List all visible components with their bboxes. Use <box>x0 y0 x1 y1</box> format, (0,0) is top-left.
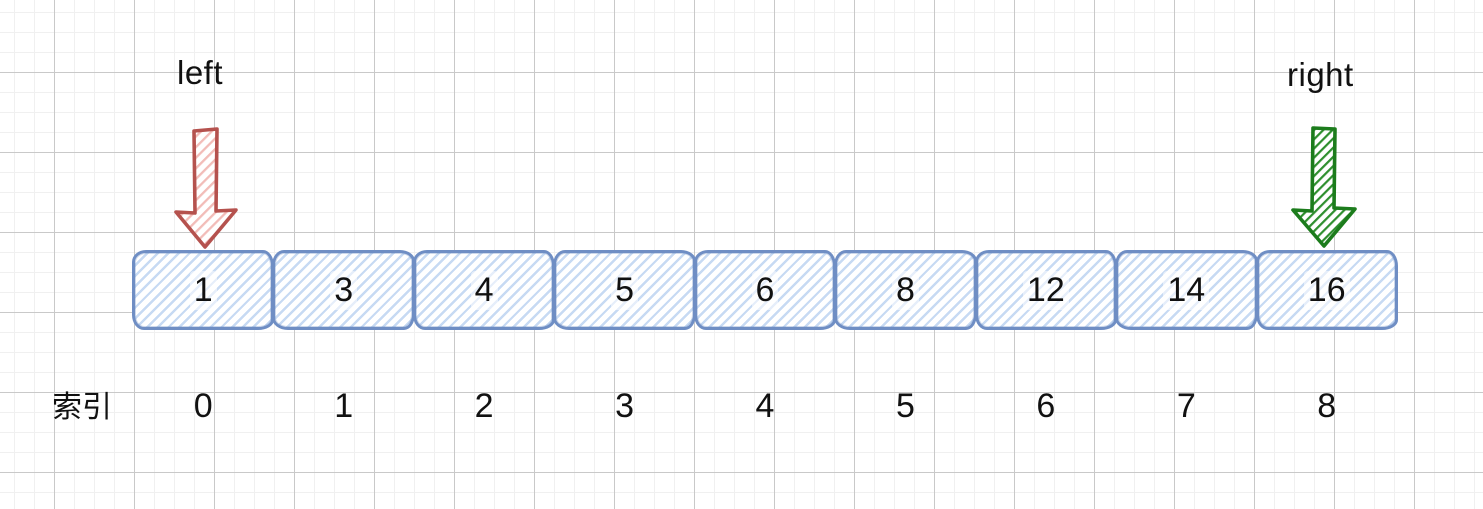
array-cell: 3 <box>272 250 415 330</box>
array-cell: 8 <box>834 250 977 330</box>
index-value: 6 <box>1036 387 1056 425</box>
array-cell-value: 8 <box>891 270 919 310</box>
array-cell: 12 <box>974 250 1118 330</box>
array-cell: 14 <box>1115 250 1258 330</box>
array-cell: 16 <box>1255 250 1398 330</box>
array-cell-value: 6 <box>751 270 779 310</box>
array-cell-value: 5 <box>611 270 638 310</box>
array-cell: 6 <box>693 250 837 330</box>
index-value: 7 <box>1176 387 1196 425</box>
array-cell: 4 <box>412 250 556 330</box>
index-value: 1 <box>334 387 354 425</box>
index-value: 8 <box>1317 387 1337 425</box>
array-cell-value: 3 <box>330 270 358 310</box>
array-cell-value: 12 <box>1022 270 1069 310</box>
index-axis-label: 索引 <box>52 391 112 424</box>
index-value: 4 <box>755 387 775 425</box>
array-cell: 1 <box>132 250 275 330</box>
index-value: 3 <box>615 387 634 425</box>
index-value: 0 <box>193 387 213 425</box>
array-cell-value: 1 <box>189 270 217 310</box>
index-row: 0 1 2 3 4 5 6 7 8 <box>133 386 1397 426</box>
array-cell: 5 <box>553 250 696 330</box>
index-value: 2 <box>474 387 494 425</box>
array-cell-value: 14 <box>1163 270 1210 310</box>
left-pointer-arrow-icon <box>174 127 238 249</box>
array-cell-value: 4 <box>470 270 498 310</box>
array-cell-value: 16 <box>1303 270 1350 310</box>
array-row: 1 3 4 5 6 8 12 14 16 <box>132 250 1398 330</box>
right-pointer-label: right <box>1287 56 1354 93</box>
right-pointer-arrow-icon <box>1291 126 1357 248</box>
left-pointer-label: left <box>177 54 224 91</box>
index-value: 5 <box>895 387 915 425</box>
